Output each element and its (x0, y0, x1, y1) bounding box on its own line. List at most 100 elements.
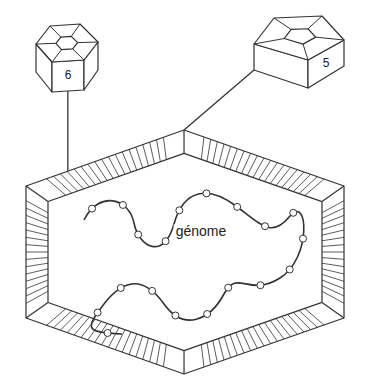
capsomere-stripe (213, 142, 218, 164)
genome-protein (176, 207, 183, 214)
capsomere-stripe (136, 147, 143, 168)
genome-protein (104, 329, 111, 336)
capsomere-stripe (102, 326, 114, 345)
capsomere-stripe (322, 258, 344, 260)
penton-capsomere-outline (252, 10, 348, 90)
genome-protein (299, 235, 306, 242)
genome-protein (149, 287, 156, 294)
capsomere-stripe (129, 334, 137, 355)
capsomere-stripe (26, 237, 48, 240)
capsomere-stripe (26, 274, 48, 281)
capsomere-stripe (157, 140, 161, 162)
capsomere-stripe (207, 343, 211, 365)
genome-protein (286, 266, 293, 273)
capsomere-stripe (322, 230, 344, 235)
genome-label: génome (174, 224, 229, 239)
capsomere-stripe (163, 344, 166, 366)
capsomere-stripe (129, 149, 137, 170)
genome-protein (203, 190, 210, 197)
capsomere-stripe (224, 146, 230, 167)
capsomere-stripe (322, 237, 344, 240)
capsomere-stripe (122, 332, 131, 352)
capsomere-stripe (265, 323, 278, 342)
capsomere-stripe (288, 172, 304, 190)
capsomere-stripe (293, 312, 310, 329)
capsomere-stripe (88, 164, 101, 183)
capsomere-stripe (26, 223, 48, 230)
capsomere-stripe (322, 286, 344, 296)
capsomere-stripe (322, 291, 344, 303)
capsomere-stripe (157, 342, 161, 364)
capsomere-stripe (322, 274, 344, 281)
capsomere-stripe (67, 171, 83, 189)
capsomere-stripe (253, 158, 264, 177)
leader-line (184, 70, 254, 130)
genome-protein (162, 238, 169, 245)
penton-top-face-rib (274, 18, 291, 29)
hexon-front-face (52, 60, 84, 92)
genome-protein (89, 205, 96, 212)
capsomere-stripe (108, 157, 119, 177)
capsomere-stripe (322, 252, 344, 253)
capsomere-stripe (163, 137, 166, 159)
capsomere-stripe (322, 263, 344, 266)
genome-protein (257, 282, 264, 289)
penton-top-face-rib (316, 37, 344, 40)
capsomere-stripe (26, 208, 48, 218)
genome-protein (204, 311, 211, 318)
capsomere-stripe (259, 160, 271, 179)
capsomere-stripe (53, 176, 71, 193)
genome-protein (262, 223, 269, 230)
capsomere-stripe (143, 145, 149, 166)
capsomere-stripe (115, 330, 125, 350)
genome-protein (225, 284, 232, 291)
capsomere-stripe (230, 335, 237, 356)
genome-protein (94, 309, 101, 316)
capsomere-stripe (136, 336, 143, 357)
capsomere-stripe (207, 139, 211, 161)
capsomere-stripe (143, 338, 149, 359)
capsid-outline (26, 130, 344, 374)
genome-protein (119, 201, 126, 208)
capsomere-stripe (74, 169, 89, 187)
capsomere-stripe (26, 252, 48, 253)
vertex-capsomere-edge (322, 302, 344, 318)
capsomere-stripe (150, 340, 155, 362)
capsomere-stripe (236, 151, 244, 171)
penton-capsomere: 5 (252, 10, 348, 90)
genome-protein (290, 209, 297, 216)
capsomere-stripe (305, 179, 324, 196)
capsomere-stripe (47, 309, 66, 326)
capsomere-stripe (299, 177, 317, 194)
capsomere-stripe (95, 162, 107, 181)
capsomere-stripe (201, 137, 204, 159)
capsomere-stripe (270, 165, 284, 184)
capsomere-stripe (322, 269, 344, 274)
capsomere-stripe (322, 215, 344, 224)
capsomere-stripe (288, 314, 304, 332)
vertex-capsomere-edge (26, 302, 48, 318)
vertex-capsomere-edge (26, 186, 48, 202)
capsomere-stripe (26, 269, 48, 274)
capsomere-stripe (299, 310, 317, 327)
capsomere-stripe (26, 245, 48, 247)
hexon-top-face-rib (73, 49, 84, 60)
capsomere-stripe (224, 337, 230, 358)
penton-top-face-rib (303, 44, 308, 60)
hexon-top-face (36, 24, 98, 62)
capsomere-stripe (47, 179, 66, 196)
capsomere-stripe (26, 291, 48, 303)
capsomere-stripe (26, 230, 48, 235)
capsomere-number: 5 (321, 57, 332, 70)
capsomere-stripe (247, 329, 257, 349)
capsomere-stripe (305, 308, 324, 325)
capsomere-stripe (242, 331, 251, 351)
hexon-top-face-rib (52, 50, 62, 62)
hexon-top-face-rib (78, 42, 98, 44)
hexon-top-face-core (56, 36, 78, 49)
capsomere-stripe (53, 311, 71, 328)
capsomere-stripe (293, 174, 310, 191)
genome-protein (117, 284, 124, 291)
capsomere-stripe (122, 152, 131, 172)
capsomere-stripe (236, 333, 244, 353)
